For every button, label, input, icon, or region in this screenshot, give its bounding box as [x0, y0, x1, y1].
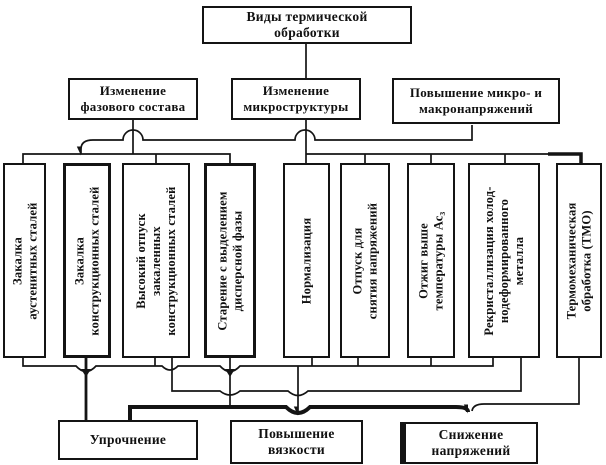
process-thermomechanical-treatment: Термомеханическая обработка (ТМО) — [556, 163, 602, 358]
process-label: Высокий отпуск закаленных конструкционны… — [133, 185, 178, 336]
process-annealing-above-ac3: Отжиг выше температуры Ас₃ — [407, 163, 455, 358]
process-label: Отпуск для снятия напряжений — [350, 202, 379, 319]
node-microstructure-change: Изменение микроструктуры — [231, 78, 361, 120]
process-hardening-structural-steels: Закалка конструкционных сталей — [63, 163, 111, 358]
process-stress-relief-tempering: Отпуск для снятия напряжений — [340, 163, 390, 358]
wire-into-stress-reduction-arrow — [128, 407, 470, 420]
node-micro-macro-stress-increase: Повышение микро- и макронапряжений — [392, 78, 560, 124]
outcome-strengthening: Упрочнение — [58, 420, 198, 460]
process-recrystallization-cold-deformed: Рекристаллизация холод- нодеформированно… — [468, 163, 540, 358]
process-label: Закалка конструкционных сталей — [72, 185, 101, 336]
outcome-toughness-increase: Повышение вязкости — [230, 420, 363, 464]
process-label: Закалка аустенитных сталей — [9, 201, 39, 320]
node-label: Повышение микро- и макронапряжений — [409, 85, 543, 116]
outcome-label: Повышение вязкости — [258, 425, 335, 457]
process-label: Нормализация — [299, 217, 314, 304]
outcome-label: Снижение напряжений — [431, 426, 511, 458]
process-label: Старение с выделением дисперсной фазы — [215, 190, 244, 331]
process-high-tempering-hardened-steels: Высокий отпуск закаленных конструкционны… — [122, 163, 190, 358]
outcome-stress-reduction: Снижение напряжений — [400, 422, 538, 464]
root-node-thermal-treatment-types: Виды термической обработки — [202, 6, 412, 44]
node-label: Изменение микроструктуры — [243, 83, 349, 114]
node-phase-composition-change: Изменение фазового состава — [68, 78, 198, 120]
wire-stress-to-hardening-arrow — [81, 125, 473, 154]
process-aging-dispersed-phase: Старение с выделением дисперсной фазы — [204, 163, 256, 358]
process-label: Термомеханическая обработка (ТМО) — [564, 202, 593, 319]
process-hardening-austenitic-steels: Закалка аустенитных сталей — [3, 163, 46, 358]
process-label: Рекристаллизация холод- нодеформированно… — [481, 185, 526, 336]
outcome-label: Упрочнение — [89, 431, 167, 447]
process-label: Отжиг выше температуры Ас₃ — [416, 211, 445, 310]
node-label: Изменение фазового состава — [80, 83, 186, 114]
process-normalization: Нормализация — [283, 163, 330, 358]
root-node-label: Виды термической обработки — [246, 8, 368, 40]
